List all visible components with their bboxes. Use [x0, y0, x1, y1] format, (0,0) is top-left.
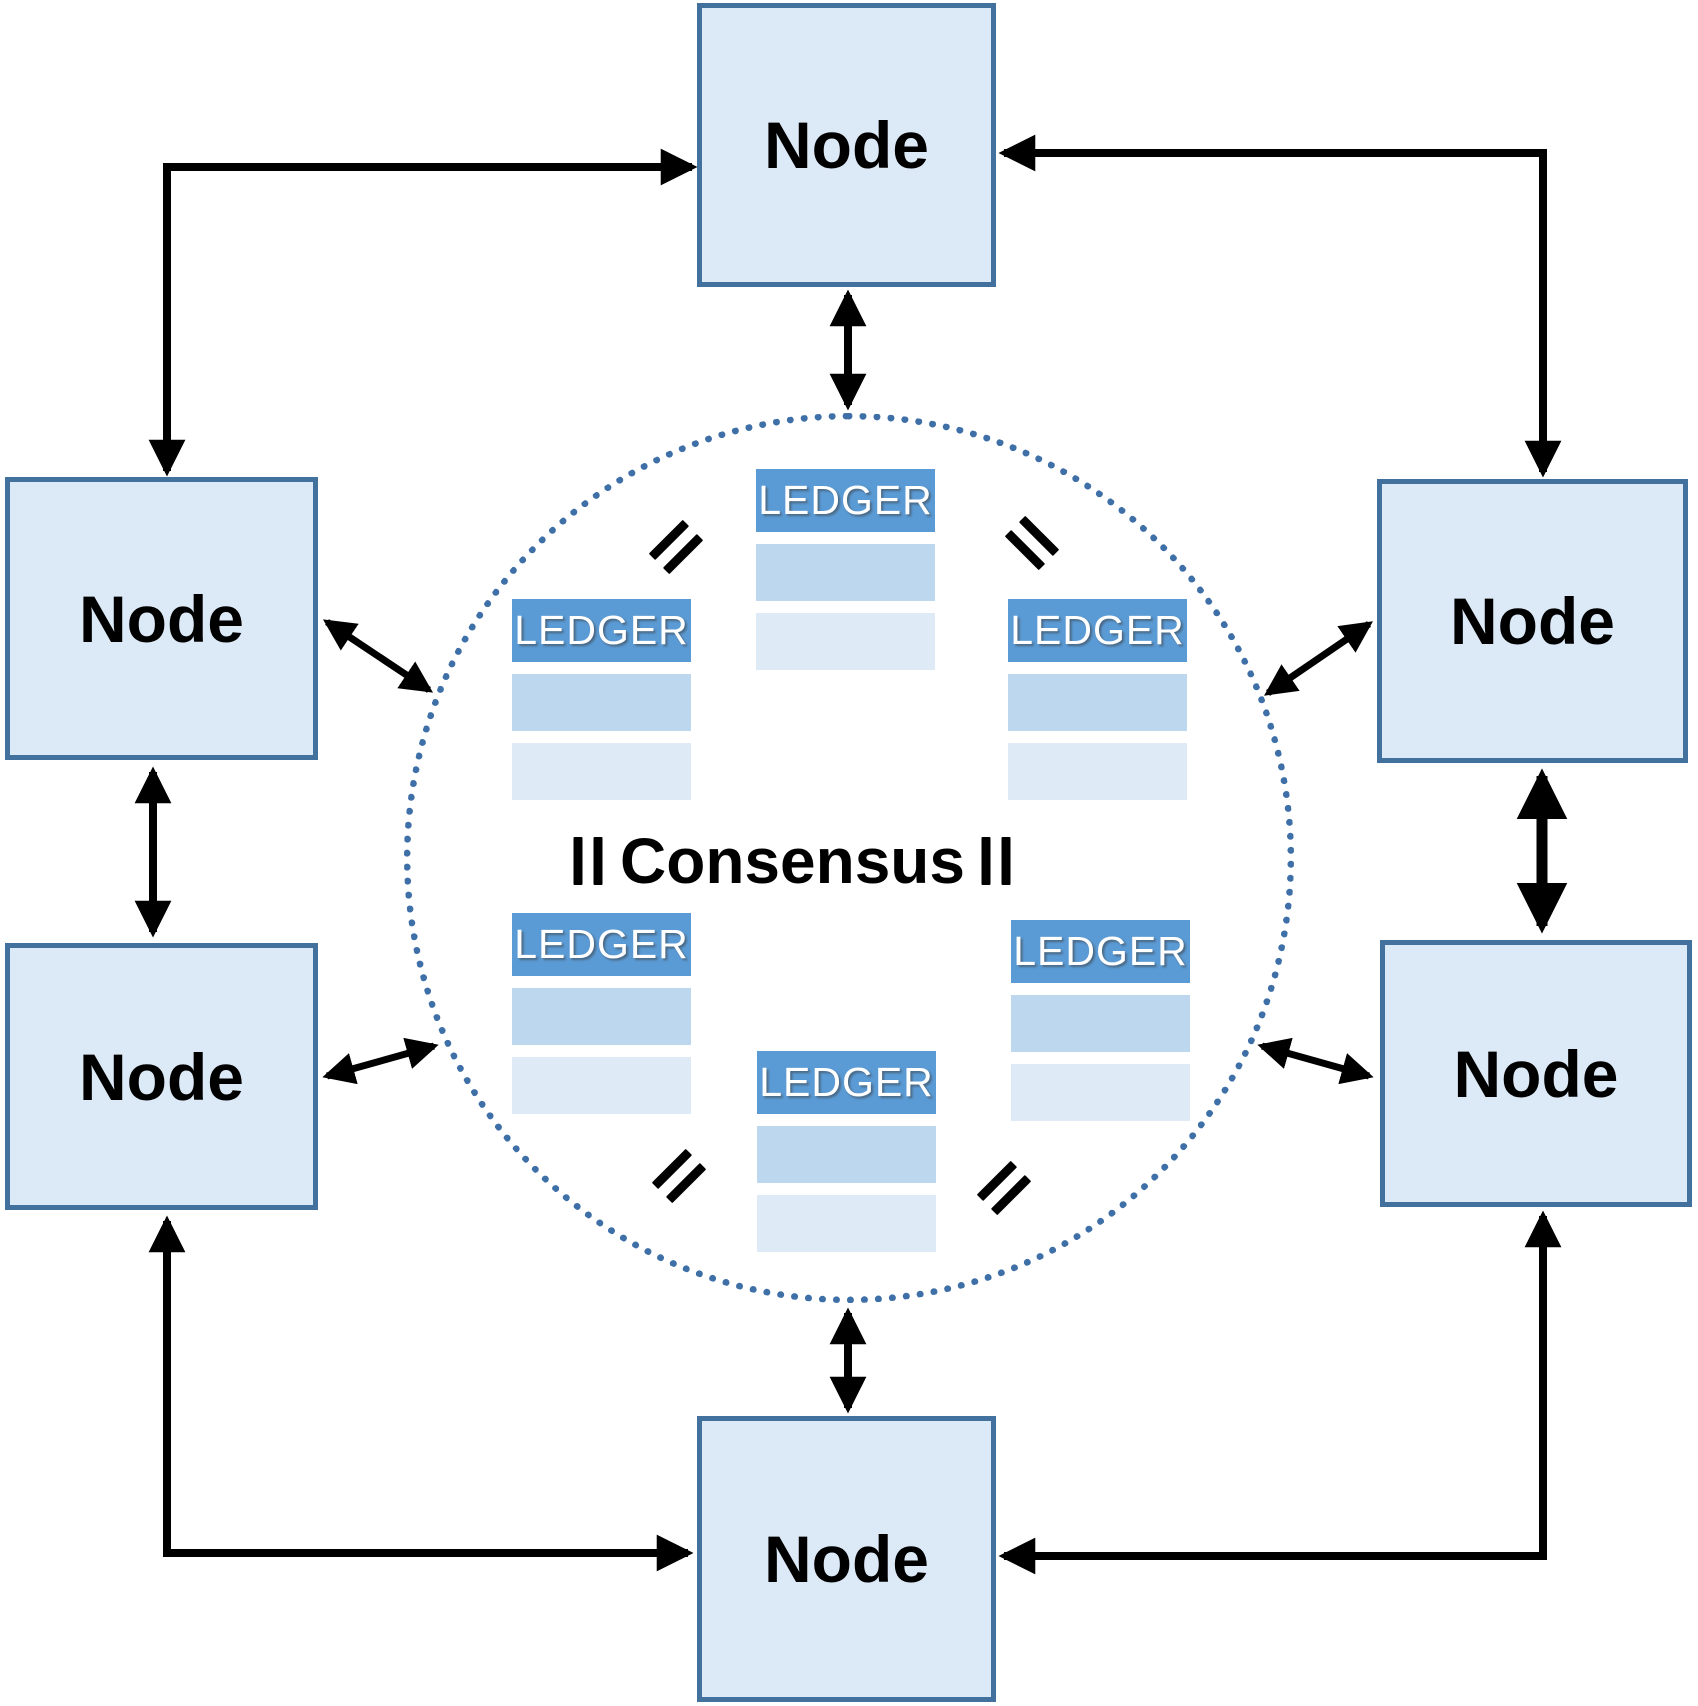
ledger-title: LEDGER	[1011, 920, 1190, 983]
node-label: Node	[764, 1522, 929, 1596]
ledger-row	[757, 1126, 936, 1183]
arrow-corner-top-left	[148, 148, 698, 477]
ledger-row	[512, 1057, 691, 1114]
ledger-row	[1011, 995, 1190, 1052]
ledger-top-center: LEDGER	[756, 469, 935, 670]
node-label: Node	[764, 108, 929, 182]
node-top: Node	[697, 3, 996, 287]
ledger-row	[756, 613, 935, 670]
ledger-row	[1011, 1064, 1190, 1121]
ledger-row	[1008, 674, 1187, 731]
arrow-corner-bottom-right	[998, 1210, 1562, 1575]
ledger-lower-left: LEDGER	[512, 913, 691, 1114]
ledger-row	[1008, 743, 1187, 800]
consensus-ring-circle	[404, 413, 1294, 1303]
arrow-lower-right-diagonal	[1257, 1037, 1374, 1085]
ledger-row	[512, 743, 691, 800]
ledger-upper-left: LEDGER	[512, 599, 691, 800]
node-upper-left: Node	[5, 477, 318, 760]
ledger-lower-right: LEDGER	[1011, 920, 1190, 1121]
ledger-upper-right: LEDGER	[1008, 599, 1187, 800]
arrow-corner-top-right	[998, 134, 1562, 478]
ledger-row	[756, 544, 935, 601]
node-bottom: Node	[697, 1416, 996, 1702]
ledger-title: LEDGER	[512, 913, 691, 976]
ledger-title: LEDGER	[1008, 599, 1187, 662]
node-label: Node	[1450, 584, 1615, 658]
ledger-bottom-center: LEDGER	[757, 1051, 936, 1252]
ledger-row	[512, 674, 691, 731]
consensus-label: Consensus	[620, 825, 965, 897]
arrow-upper-left-diagonal	[322, 619, 434, 693]
node-upper-right: Node	[1377, 479, 1688, 763]
node-label: Node	[79, 581, 244, 656]
arrow-corner-bottom-left	[148, 1215, 694, 1572]
ledger-title: LEDGER	[756, 469, 935, 532]
arrow-upper-right-diagonal	[1264, 621, 1373, 696]
node-lower-right: Node	[1380, 940, 1692, 1207]
ledger-row	[512, 988, 691, 1045]
ledger-title: LEDGER	[512, 599, 691, 662]
ledger-row	[757, 1195, 936, 1252]
node-lower-left: Node	[5, 943, 318, 1210]
node-label: Node	[1453, 1036, 1619, 1111]
node-label: Node	[79, 1039, 244, 1114]
arrow-lower-left-diagonal	[322, 1037, 439, 1085]
ledger-title: LEDGER	[757, 1051, 936, 1114]
